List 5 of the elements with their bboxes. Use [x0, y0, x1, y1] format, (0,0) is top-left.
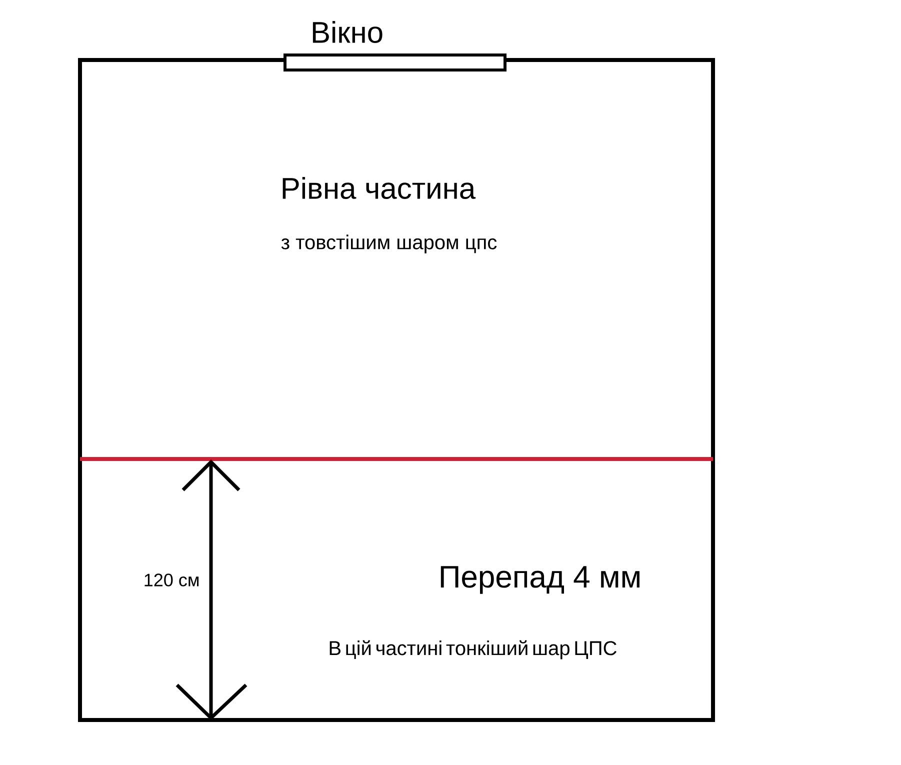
dimension-label: 120 см [144, 574, 199, 586]
floor-zone: Рівна частина з товстішим шаром цпс [281, 176, 497, 254]
node-label: Вікно [312, 20, 382, 44]
floor-zone: Перепад 4 мм В цій частині тонкіший шар ЦПС [330, 566, 640, 660]
window: Вікно [284, 20, 506, 72]
